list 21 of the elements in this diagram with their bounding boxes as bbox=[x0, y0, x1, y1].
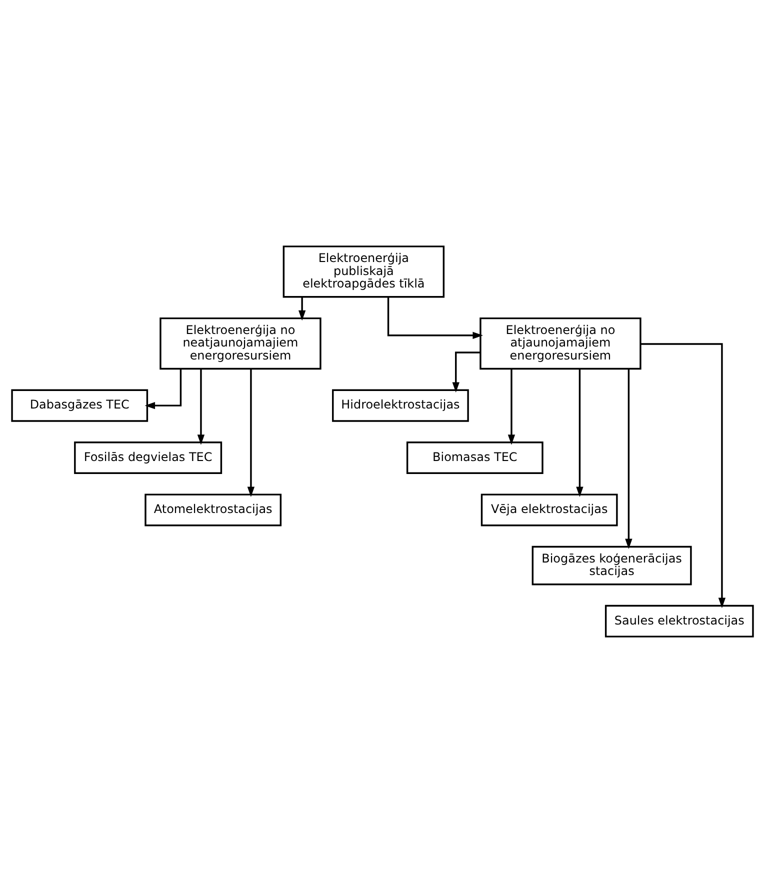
arrow bbox=[640, 342, 726, 608]
arrow bbox=[197, 368, 205, 444]
node-box: Dabasgāzes TEC bbox=[11, 388, 148, 422]
node-box: Biomasas TEC bbox=[406, 441, 544, 474]
arrow bbox=[298, 296, 306, 320]
node-box: Elektroenerģija no atjaunojamajiem energoresursiem bbox=[480, 316, 642, 370]
arrow bbox=[452, 351, 480, 392]
node-box: Vēja elektrostacijas bbox=[480, 493, 618, 526]
node-box: Biogāzes koģenerācijas stacijas bbox=[532, 545, 692, 585]
node-box: Elektroenerģija publiskajā elektroapgādes tīklā bbox=[282, 245, 445, 298]
node-box: Saules elektrostacijas bbox=[604, 604, 754, 637]
arrow bbox=[625, 368, 632, 549]
arrow bbox=[387, 296, 484, 338]
arrow bbox=[508, 368, 516, 444]
arrow bbox=[576, 368, 584, 497]
node-box: Elektroenerģija no neatjaunojamajiem energoresursiem bbox=[160, 316, 322, 370]
node-box: Atomelektrostacijas bbox=[144, 493, 282, 526]
arrow bbox=[144, 368, 182, 409]
arrow bbox=[247, 368, 255, 497]
node-box: Hidroelektrostacijas bbox=[332, 388, 469, 422]
node-box: Fosilās degvielas TEC bbox=[74, 441, 222, 474]
